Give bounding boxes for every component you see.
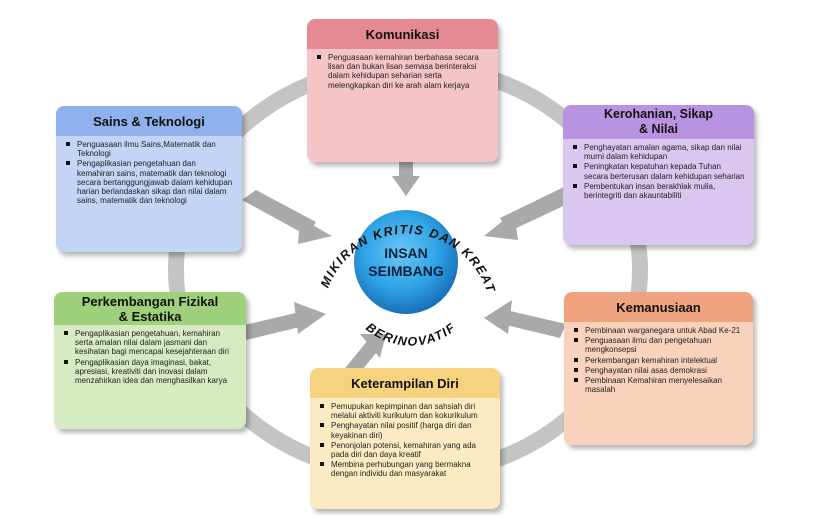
box-keterampilan-diri: Keterampilan Diri Pemupukan kepimpinan d… bbox=[310, 368, 500, 509]
box-title-fizikal: Perkembangan Fizikal & Estatika bbox=[54, 292, 246, 325]
box-title-sains: Sains & Teknologi bbox=[56, 106, 242, 136]
box-body-kemanusiaan: Pembinaan warganegara untuk Abad Ke-21 P… bbox=[564, 322, 753, 399]
box-body-sains: Penguasaan ilmu Sains,Matematik dan Tekn… bbox=[56, 136, 242, 210]
arrow-from-komunikasi bbox=[392, 162, 420, 196]
list-item: Penghayatan amalan agama, sikap dan nila… bbox=[573, 143, 746, 161]
box-body-kerohanian: Penghayatan amalan agama, sikap dan nila… bbox=[563, 139, 754, 205]
box-kerohanian: Kerohanian, Sikap & Nilai Penghayatan am… bbox=[563, 105, 754, 245]
list-item: Penonjolan potensi, kemahiran yang ada p… bbox=[320, 441, 492, 459]
box-body-keterampilan: Pemupukan kepimpinan dan sahsiah diri me… bbox=[310, 398, 500, 484]
list-item: Pengaplikasian daya imaginasi, bakat, ap… bbox=[64, 358, 238, 386]
box-fizikal-estatika: Perkembangan Fizikal & Estatika Pengapli… bbox=[54, 292, 246, 429]
list-item: Penguasaan kemahiran berbahasa secara li… bbox=[317, 53, 490, 90]
list-item: Pengaplikasian pengetahuan, kemahiran se… bbox=[64, 329, 238, 357]
box-sains-teknologi: Sains & Teknologi Penguasaan ilmu Sains,… bbox=[56, 106, 242, 252]
box-title-fizikal-line1: Perkembangan Fizikal bbox=[81, 293, 219, 309]
box-title-fizikal-line2: & Estatika bbox=[118, 308, 182, 324]
arrow-from-kemanusiaan bbox=[484, 300, 566, 338]
box-title-keterampilan: Keterampilan Diri bbox=[310, 368, 500, 398]
box-title-komunikasi: Komunikasi bbox=[307, 19, 498, 49]
box-komunikasi: Komunikasi Penguasaan kemahiran berbahas… bbox=[307, 19, 498, 162]
list-item: Pembentukan insan berakhlak mulia, berin… bbox=[573, 182, 746, 200]
list-item: Penghayatan nilai asas demokrasi bbox=[574, 366, 745, 375]
list-item: Membina perhubungan yang bermakna dengan… bbox=[320, 460, 492, 478]
box-kemanusiaan: Kemanusiaan Pembinaan warganegara untuk … bbox=[564, 292, 753, 445]
center-circle bbox=[354, 210, 458, 314]
list-item: Peningkatan kepatuhan kepada Tuhan secar… bbox=[573, 162, 746, 181]
box-body-komunikasi: Penguasaan kemahiran berbahasa secara li… bbox=[307, 49, 498, 95]
list-item: Penghayatan nilai positif (harga diri da… bbox=[320, 421, 492, 440]
box-title-kemanusiaan: Kemanusiaan bbox=[564, 292, 753, 322]
list-item: Penguasaan ilmu dan pengetahuan mengkons… bbox=[574, 336, 745, 354]
box-title-kerohanian-line2: & Nilai bbox=[639, 122, 678, 136]
center-line1: INSAN bbox=[384, 245, 428, 261]
box-body-fizikal: Pengaplikasian pengetahuan, kemahiran se… bbox=[54, 325, 246, 390]
list-item: Perkembangan kemahiran intelektual bbox=[574, 356, 745, 365]
arrow-from-kerohanian bbox=[484, 186, 576, 240]
arrow-from-sains bbox=[242, 190, 332, 244]
list-item: Pembinaan Kemahiran menyelesaikan masala… bbox=[574, 376, 745, 394]
list-item: Penguasaan ilmu Sains,Matematik dan Tekn… bbox=[66, 140, 234, 158]
box-title-kerohanian: Kerohanian, Sikap & Nilai bbox=[563, 105, 754, 139]
list-item: Pemupukan kepimpinan dan sahsiah diri me… bbox=[320, 402, 492, 420]
arrow-from-fizikal bbox=[240, 302, 326, 340]
center-line2: SEIMBANG bbox=[368, 263, 444, 279]
box-title-kerohanian-line1: Kerohanian, Sikap bbox=[603, 107, 714, 121]
list-item: Pembinaan warganegara untuk Abad Ke-21 bbox=[574, 326, 745, 335]
list-item: Pengaplikasian pengetahuan dan kemahiran… bbox=[66, 159, 234, 205]
